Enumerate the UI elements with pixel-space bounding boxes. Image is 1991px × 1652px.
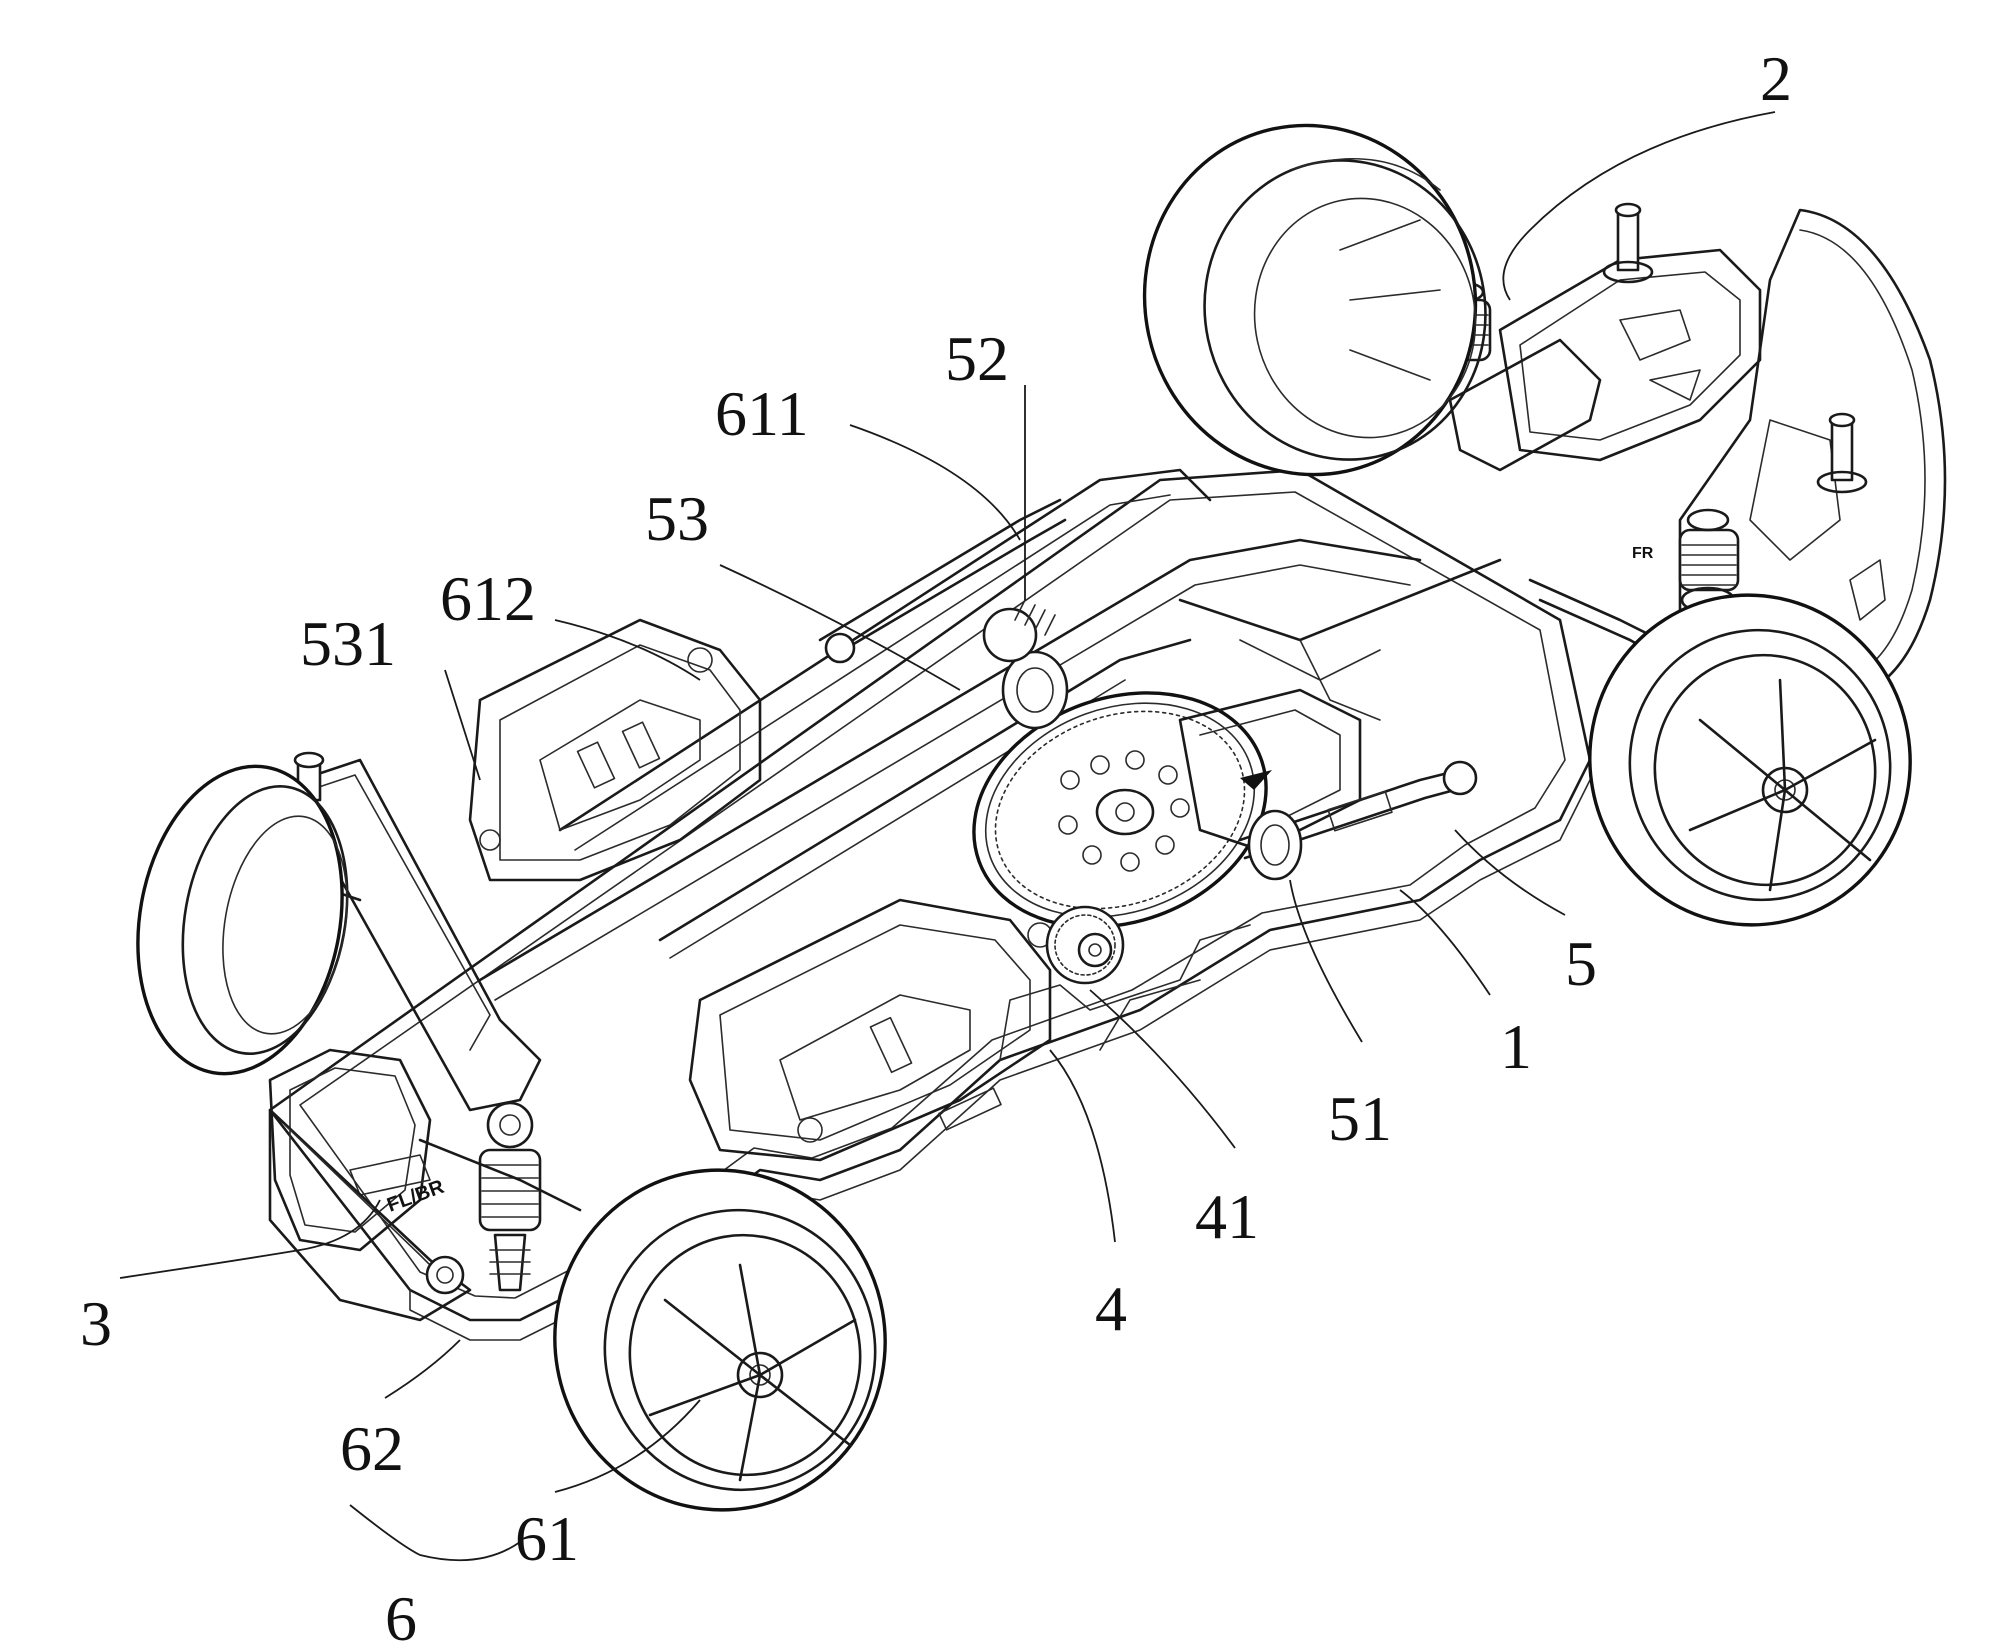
label-2: 2: [1760, 43, 1792, 114]
label-612: 612: [440, 563, 536, 634]
frame-beams: [480, 470, 1500, 1000]
wheel-rear-left: [115, 750, 368, 1090]
label-62: 62: [340, 1413, 404, 1484]
front-bulkhead: [1450, 250, 1760, 470]
pinion-gear: [1047, 907, 1123, 983]
label-41: 41: [1195, 1181, 1259, 1252]
drive-shaft-front: [1240, 762, 1476, 879]
label-4: 4: [1095, 1273, 1127, 1344]
label-1: 1: [1500, 1011, 1532, 1082]
battery-tray-front: [690, 900, 1052, 1160]
label-5: 5: [1565, 928, 1597, 999]
label-53: 53: [645, 483, 709, 554]
label-531: 531: [300, 608, 396, 679]
mark-fl-br: FL/BR: [384, 1176, 447, 1217]
label-611: 611: [715, 378, 809, 449]
shock-absorber-rear-right: [480, 1103, 540, 1290]
wheel-front-right: [1564, 570, 1936, 951]
label-51: 51: [1328, 1083, 1392, 1154]
wheel-rear-right: [528, 1144, 912, 1536]
label-52: 52: [945, 323, 1009, 394]
mark-fr: FR: [1632, 545, 1654, 562]
spur-gear: [941, 653, 1300, 966]
label-61: 61: [515, 1503, 579, 1574]
label-6: 6: [385, 1583, 417, 1652]
body-posts-front: [1604, 204, 1866, 492]
wheel-front-left: [1112, 95, 1513, 506]
label-3: 3: [80, 1288, 112, 1359]
